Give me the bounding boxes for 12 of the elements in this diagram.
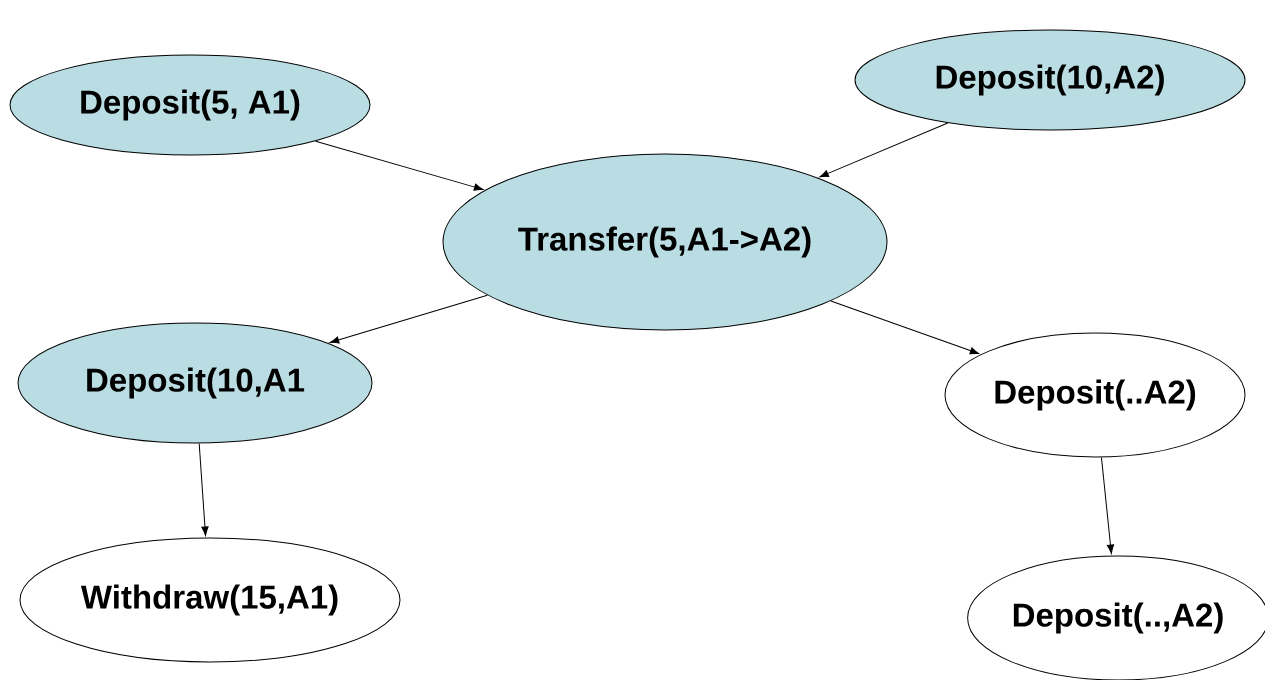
arrow xyxy=(198,443,209,536)
ellipse-node: Deposit(..A2) xyxy=(944,332,1246,458)
ellipse-node: Transfer(5,A1->A2) xyxy=(442,153,888,331)
arrow xyxy=(819,122,949,178)
arrow xyxy=(329,294,488,344)
arrow xyxy=(830,300,980,355)
arrow xyxy=(1100,456,1115,554)
ellipse-node: Deposit(5, A1) xyxy=(9,54,371,156)
ellipse-node: Deposit(10,A1 xyxy=(17,322,373,444)
ellipse-node: Deposit(10,A2) xyxy=(854,29,1246,131)
arrow xyxy=(315,140,484,191)
ellipse-node: Withdraw(15,A1) xyxy=(19,537,401,663)
